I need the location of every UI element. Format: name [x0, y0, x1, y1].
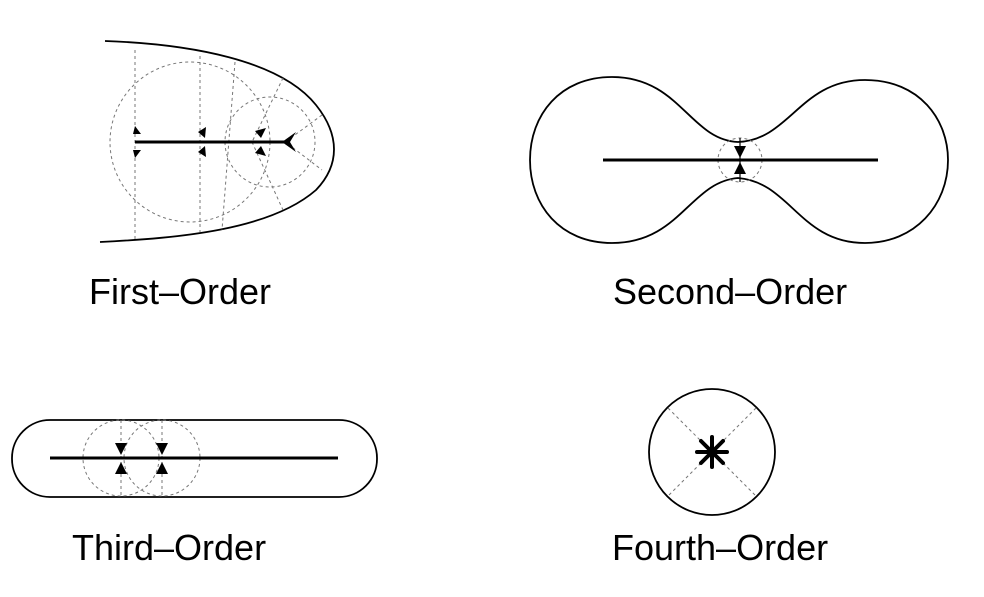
first-order-spoke: [287, 114, 323, 141]
first-order-arrowhead: [255, 128, 266, 138]
third-order-arrowhead: [115, 462, 127, 474]
second-order-shape-outline: [529, 76, 949, 244]
first-order-arrowhead: [282, 132, 296, 152]
first-order-shape-outline: [99, 40, 335, 243]
third-order-arrowhead: [115, 443, 127, 455]
third-order-arrowhead: [156, 443, 168, 455]
first-order-panel: First–Order: [89, 40, 335, 312]
third-order-caption: Third–Order: [72, 527, 266, 568]
first-order-spoke: [221, 61, 236, 231]
first-order-arrowhead: [133, 150, 141, 158]
second-order-caption: Second–Order: [613, 271, 847, 312]
second-order-arrowhead: [734, 162, 746, 174]
third-order-panel: Third–Order: [11, 419, 378, 568]
second-order-arrowhead: [734, 146, 746, 158]
second-order-panel: Second–Order: [529, 76, 949, 312]
fourth-order-asterisk-point: [695, 435, 729, 469]
first-order-arrowhead: [133, 126, 141, 134]
first-order-maximal-circle: [224, 96, 316, 188]
fourth-order-panel: Fourth–Order: [612, 388, 828, 568]
first-order-caption: First–Order: [89, 271, 271, 312]
fourth-order-shape-outline: [648, 388, 776, 516]
first-order-arrowhead: [198, 127, 206, 138]
third-order-arrowhead: [156, 462, 168, 474]
first-order-arrowhead: [198, 146, 206, 157]
first-order-arrowhead: [255, 146, 266, 156]
fourth-order-caption: Fourth–Order: [612, 527, 828, 568]
third-order-shape-outline: [11, 419, 378, 498]
